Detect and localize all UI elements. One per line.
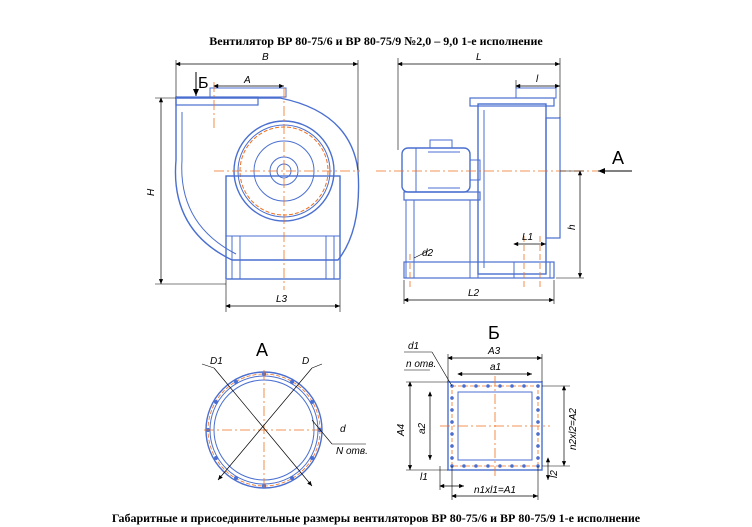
section-mark-B: Б [198, 75, 209, 92]
volute-casing [174, 97, 360, 261]
dim-n1xl1: n1xl1=А1 [474, 485, 516, 496]
dim-D: D [302, 356, 309, 367]
caption-title: Габаритные и присоединительные размеры в… [111, 511, 641, 525]
dim-A4: А4 [396, 423, 407, 437]
dim-B: B [262, 52, 269, 63]
front-view: B A Б H L3 [146, 52, 360, 312]
dim-H: H [146, 188, 157, 196]
dim-d2: d2 [422, 248, 434, 259]
view-B-title: Б [488, 323, 500, 343]
side-base [403, 191, 481, 201]
dim-l: l [536, 74, 539, 85]
dim-d1: d1 [408, 341, 419, 352]
bolt-holes-square [450, 384, 540, 468]
dim-A: A [243, 75, 251, 86]
dim-A3: А3 [487, 346, 501, 357]
dim-d-hole: d [340, 424, 346, 435]
dim-a1: a1 [490, 362, 501, 373]
view-B: Б d1 n отв. А3 a1 А4 a2 [396, 323, 579, 500]
fan-casing [477, 103, 547, 275]
dim-h: h [567, 224, 578, 230]
dim-L2: L2 [468, 288, 480, 299]
view-arrow-A: А [612, 148, 624, 168]
dim-l1: l1 [420, 472, 428, 483]
dim-D1: D1 [210, 356, 223, 367]
dim-L1: L1 [522, 232, 533, 243]
dim-L: L [476, 52, 482, 63]
holes-count-N: N отв. [336, 446, 368, 457]
view-A-title: А [256, 340, 268, 360]
view-A: А D1 D d N отв. [201, 340, 368, 490]
side-view: L l А h L1 d2 L2 [376, 52, 632, 304]
holes-count-n: n отв. [406, 359, 436, 370]
motor [401, 147, 471, 193]
drawing-title: Вентилятор ВР 80-75/6 и ВР 80-75/9 №2,0 … [209, 34, 543, 48]
dim-l2: l2 [549, 470, 560, 478]
dim-a2: a2 [417, 422, 428, 434]
dim-L3: L3 [276, 294, 288, 305]
dim-n2xl2: n2xl2=А2 [568, 408, 579, 450]
